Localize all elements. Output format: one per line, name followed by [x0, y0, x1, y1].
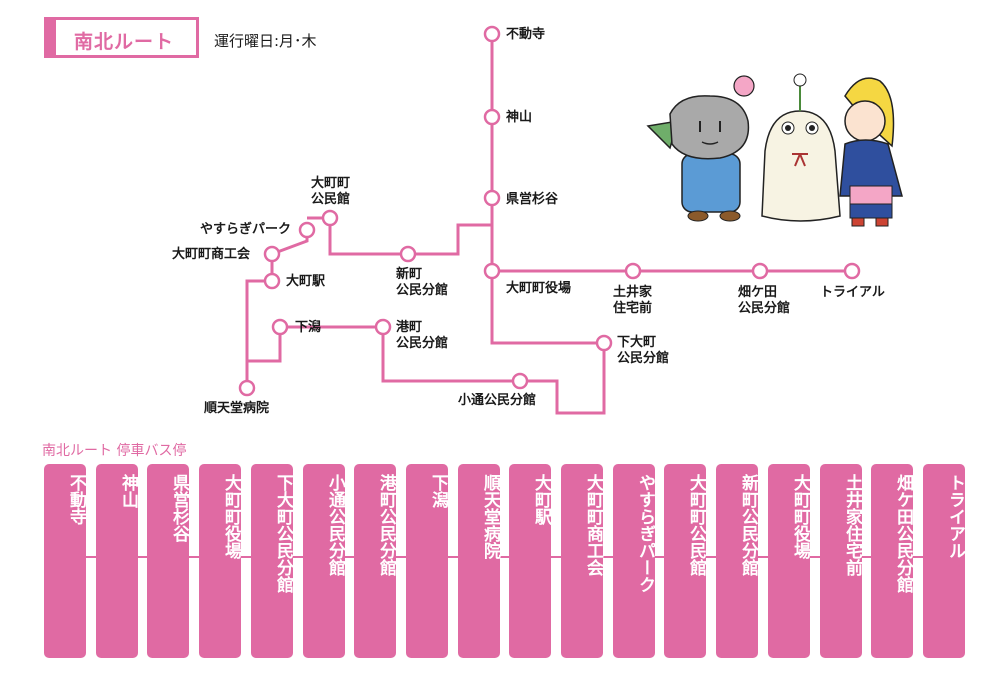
stop-name: 不動寺: [66, 474, 86, 525]
stop-name: 畑ケ田公民分館: [893, 474, 913, 593]
stop-box[interactable]: 下潟: [406, 464, 448, 658]
stop-box[interactable]: 神山: [96, 464, 138, 658]
stop-name: 小通公民分館: [325, 474, 345, 576]
station-dot-hatakeda[interactable]: [751, 262, 769, 280]
station-label-shimoomachi: 下大町 公民分館: [617, 335, 670, 366]
stop-name: 大町町商工会: [583, 474, 603, 576]
stop-box[interactable]: 大町駅: [509, 464, 551, 658]
station-label-kamiyama: 神山: [506, 110, 533, 125]
station-dot-kodori[interactable]: [511, 372, 529, 390]
stop-name: 県営杉谷: [169, 474, 189, 542]
station-dot-shokokai[interactable]: [263, 245, 281, 263]
service-days: 運行曜日:月･木: [214, 32, 317, 50]
station-dot-juntendo[interactable]: [238, 379, 256, 397]
station-label-fudoji: 不動寺: [506, 27, 546, 42]
stop-box[interactable]: 大町町公民館: [664, 464, 706, 658]
station-label-omachi-kominkan: 大町町 公民館: [311, 176, 351, 207]
stop-box[interactable]: 畑ケ田公民分館: [871, 464, 913, 658]
stop-box[interactable]: やすらぎパーク: [613, 464, 655, 658]
stops-connector-line: [50, 556, 955, 558]
stop-box[interactable]: 県営杉谷: [147, 464, 189, 658]
station-dot-yasuragi[interactable]: [298, 221, 316, 239]
radish-mascot: [761, 73, 841, 222]
rock-mascot: [646, 75, 755, 222]
stop-name: トライアル: [945, 474, 965, 559]
station-dot-omachi-yakuba[interactable]: [483, 262, 501, 280]
stop-box[interactable]: 大町町商工会: [561, 464, 603, 658]
station-label-kodori: 小通公民分館: [458, 393, 537, 408]
station-dot-trial[interactable]: [843, 262, 861, 280]
station-dot-shimoomachi[interactable]: [595, 334, 613, 352]
stop-box[interactable]: 新町公民分館: [716, 464, 758, 658]
station-label-kensugitani: 県営杉谷: [506, 192, 559, 207]
station-dot-minatomachi[interactable]: [374, 318, 392, 336]
mascot-illustration: [646, 73, 903, 227]
stop-name: 大町駅: [531, 474, 551, 525]
stop-box[interactable]: 小通公民分館: [303, 464, 345, 658]
station-to-hospital-line: [245, 279, 272, 361]
station-label-yasuragi: やすらぎパーク: [200, 222, 292, 237]
stop-name: 新町公民分館: [738, 474, 758, 576]
station-dot-kamiyama[interactable]: [483, 108, 501, 126]
station-label-juntendo: 順天堂病院: [204, 401, 270, 416]
stop-name: 下潟: [428, 474, 448, 508]
stop-box[interactable]: 下大町公民分館: [251, 464, 293, 658]
stop-box[interactable]: 土井家住宅前: [820, 464, 862, 658]
station-dot-shinmachi[interactable]: [399, 245, 417, 263]
stop-box[interactable]: 大町町役場: [768, 464, 810, 658]
station-dots: [238, 25, 861, 397]
stop-box[interactable]: 大町町役場: [199, 464, 241, 658]
stop-box[interactable]: 港町公民分館: [354, 464, 396, 658]
stop-name: 神山: [118, 474, 138, 508]
station-dot-shimogata[interactable]: [271, 318, 289, 336]
girl-mascot: [839, 77, 903, 227]
route-name: 南北ルート: [74, 31, 175, 53]
station-label-shokokai: 大町町商工会: [172, 247, 251, 262]
stops-title: 南北ルート 停車バス停: [42, 443, 187, 459]
station-label-tsuchiiie: 土井家 住宅前: [613, 285, 653, 316]
station-dot-omachi-eki[interactable]: [263, 272, 281, 290]
south-loop-line: [245, 325, 606, 415]
stop-name: 大町町役場: [790, 474, 810, 559]
stop-name: 順天堂病院: [480, 474, 500, 559]
trunk-line: [490, 34, 604, 345]
stop-name: 港町公民分館: [376, 474, 396, 576]
station-dot-tsuchiiie[interactable]: [624, 262, 642, 280]
station-label-minatomachi: 港町 公民分館: [396, 320, 449, 351]
stop-name: 大町町役場: [221, 474, 241, 559]
station-label-trial: トライアル: [820, 285, 885, 300]
stop-name: 下大町公民分館: [273, 474, 293, 593]
stop-box[interactable]: トライアル: [923, 464, 965, 658]
station-label-hatakeda: 畑ケ田 公民分館: [738, 285, 791, 316]
stop-name: 大町町公民館: [686, 474, 706, 576]
station-dot-kensugitani[interactable]: [483, 189, 501, 207]
stop-name: やすらぎパーク: [635, 474, 655, 593]
station-label-omachi-yakuba: 大町町役場: [506, 281, 572, 296]
station-dot-fudoji[interactable]: [483, 25, 501, 43]
station-dot-omachi-kominkan[interactable]: [321, 209, 339, 227]
route-name-tag: 南北ルート: [44, 17, 199, 58]
station-label-shimogata: 下潟: [295, 320, 322, 335]
stop-box[interactable]: 不動寺: [44, 464, 86, 658]
route-tag-accent: [47, 20, 56, 55]
station-label-shinmachi: 新町 公民分館: [396, 267, 449, 298]
stop-name: 土井家住宅前: [842, 474, 862, 576]
station-label-omachi-eki: 大町駅: [286, 274, 326, 289]
stop-box[interactable]: 順天堂病院: [458, 464, 500, 658]
